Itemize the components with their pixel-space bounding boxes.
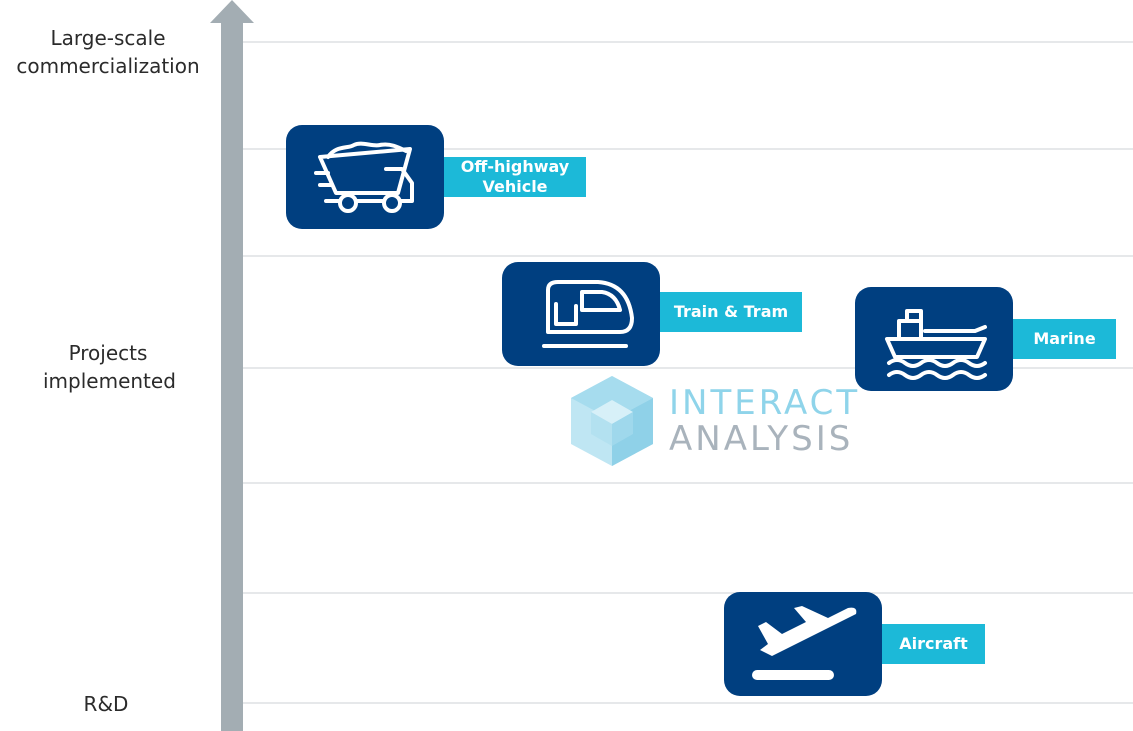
gridline bbox=[243, 592, 1133, 594]
watermark-line2: ANALYSIS bbox=[669, 419, 854, 459]
gridline bbox=[243, 702, 1133, 704]
off-highway-vehicle-card bbox=[286, 125, 444, 229]
off-highway-vehicle-label: Off-highway Vehicle bbox=[444, 157, 586, 197]
airplane-takeoff-icon bbox=[752, 606, 857, 680]
axis-label-rd: R&D bbox=[83, 692, 129, 716]
gridline bbox=[243, 148, 1133, 150]
axis-label-projects-implemented: Projects implemented bbox=[43, 341, 176, 393]
dump-truck-icon bbox=[314, 141, 414, 213]
ship-icon bbox=[885, 309, 987, 380]
vertical-axis-arrow bbox=[210, 0, 254, 731]
gridline bbox=[243, 255, 1133, 257]
marine-card bbox=[855, 287, 1013, 391]
gridline bbox=[243, 482, 1133, 484]
watermark-line1: INTERACT bbox=[669, 383, 861, 423]
interact-analysis-logo-icon bbox=[571, 376, 653, 466]
train-icon bbox=[542, 280, 634, 348]
train-tram-label: Train & Tram bbox=[660, 292, 802, 332]
train-tram-card bbox=[502, 262, 660, 366]
axis-label-large-scale-commercialization: Large-scale commercialization bbox=[16, 26, 200, 78]
gridline bbox=[243, 367, 1133, 369]
aircraft-card bbox=[724, 592, 882, 696]
aircraft-label: Aircraft bbox=[882, 624, 985, 664]
gridline bbox=[243, 41, 1133, 43]
marine-label: Marine bbox=[1013, 319, 1116, 359]
interact-analysis-watermark: INTERACT ANALYSIS bbox=[567, 374, 867, 468]
